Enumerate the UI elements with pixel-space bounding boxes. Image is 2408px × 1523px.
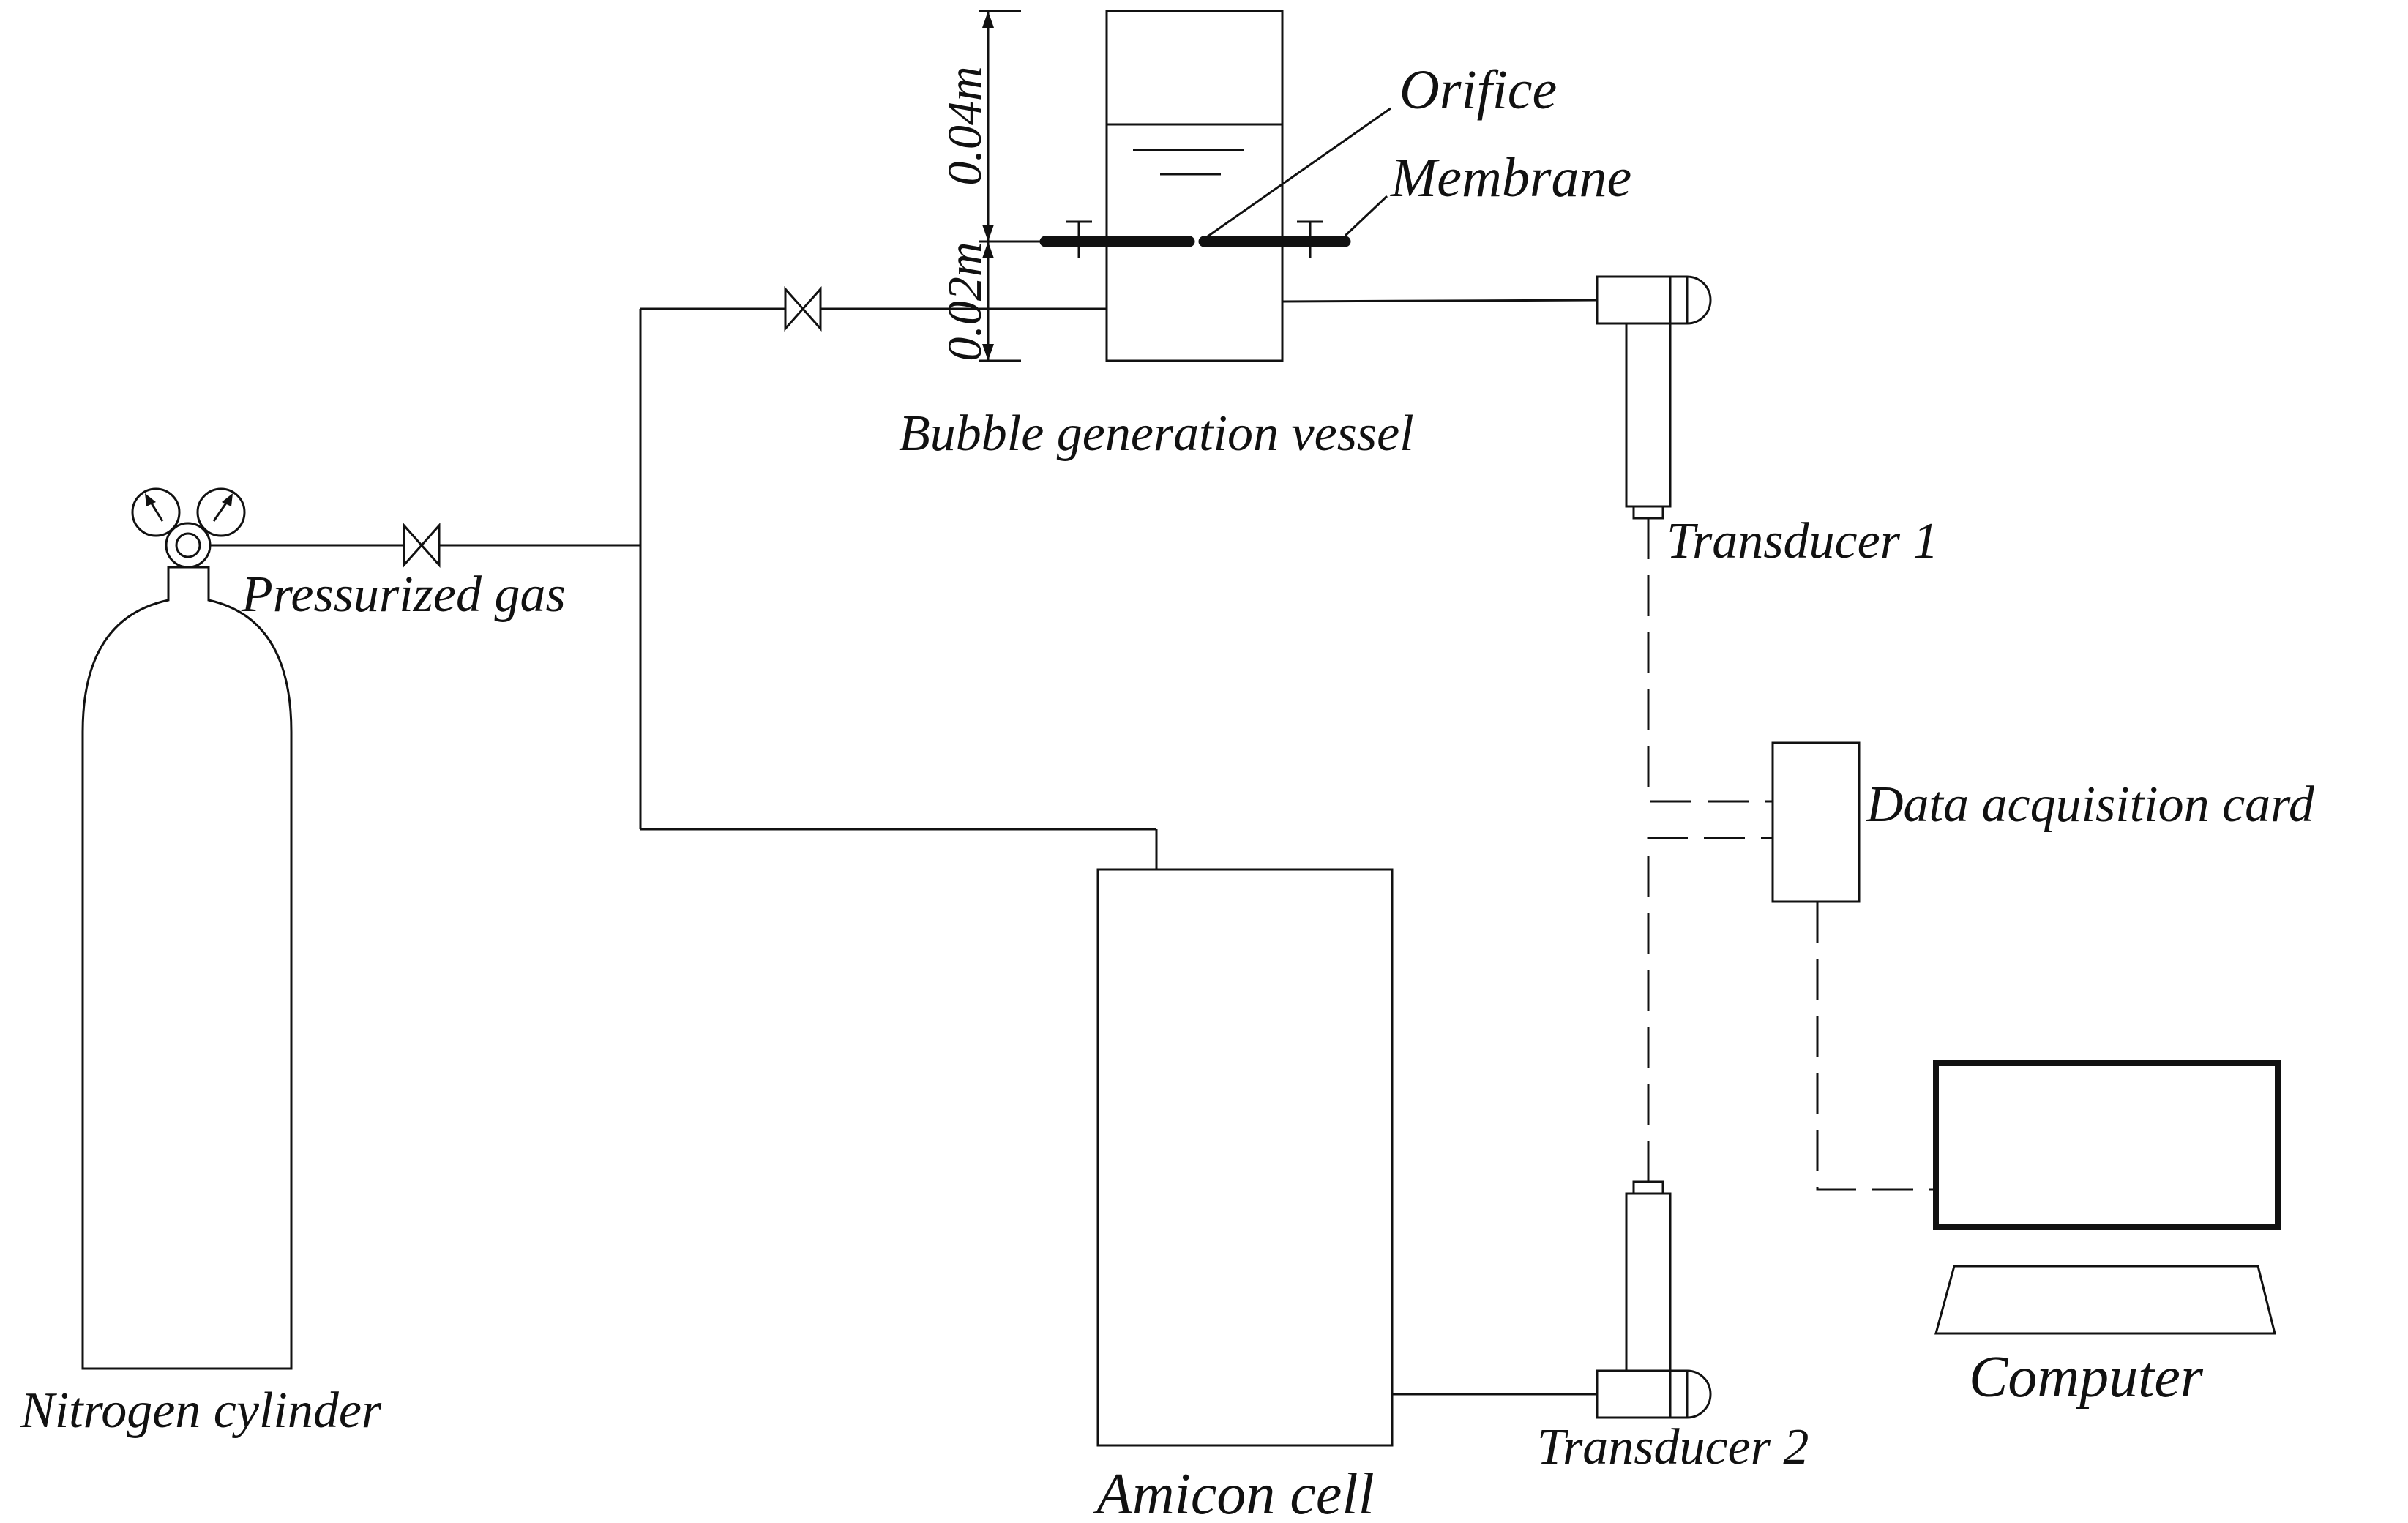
dimension-lines: 0.04m 0.02m: [938, 10, 1107, 362]
bubble-vessel-label: Bubble generation vessel: [899, 405, 1414, 462]
nitrogen-cylinder-label: Nitrogen cylinder: [20, 1382, 382, 1439]
amicon-cell-label: Amicon cell: [1093, 1462, 1375, 1523]
transducer-2: [1596, 1180, 1712, 1419]
valve-upper: [784, 286, 822, 332]
orifice-leader: [1207, 107, 1391, 238]
needle-valve-icon: [403, 523, 424, 568]
needle-valve-icon: [784, 286, 805, 332]
signal-wires: [1647, 518, 1936, 1191]
regulator-icon: [165, 522, 212, 569]
dimension-lower-label: 0.02m: [938, 242, 992, 361]
clamp-left: [1066, 220, 1092, 258]
orifice-label: Orifice: [1399, 59, 1557, 121]
nitrogen-cylinder: Nitrogen cylinder: [20, 487, 382, 1439]
transducer-2-label: Transducer 2: [1537, 1419, 1809, 1475]
amicon-cell: [1096, 868, 1394, 1447]
transducer-1: [1596, 275, 1712, 520]
keyboard-icon: [1934, 1265, 2276, 1335]
pressurized-gas-label: Pressurized gas: [241, 566, 566, 623]
dimension-upper-label: 0.04m: [938, 66, 992, 185]
membrane-label: Membrane: [1390, 147, 1631, 209]
clamp-right: [1297, 220, 1323, 258]
valve-lower: [403, 523, 441, 568]
data-acquisition-card: [1771, 741, 1861, 903]
membrane-leader: [1344, 195, 1388, 237]
transducer-1-label: Transducer 1: [1667, 513, 1938, 569]
computer-monitor-icon: [1933, 1060, 2281, 1335]
regulator-gauges: [131, 487, 246, 569]
data-card-label: Data acquisition card: [1866, 777, 2315, 833]
computer-label: Computer: [1969, 1345, 2204, 1410]
